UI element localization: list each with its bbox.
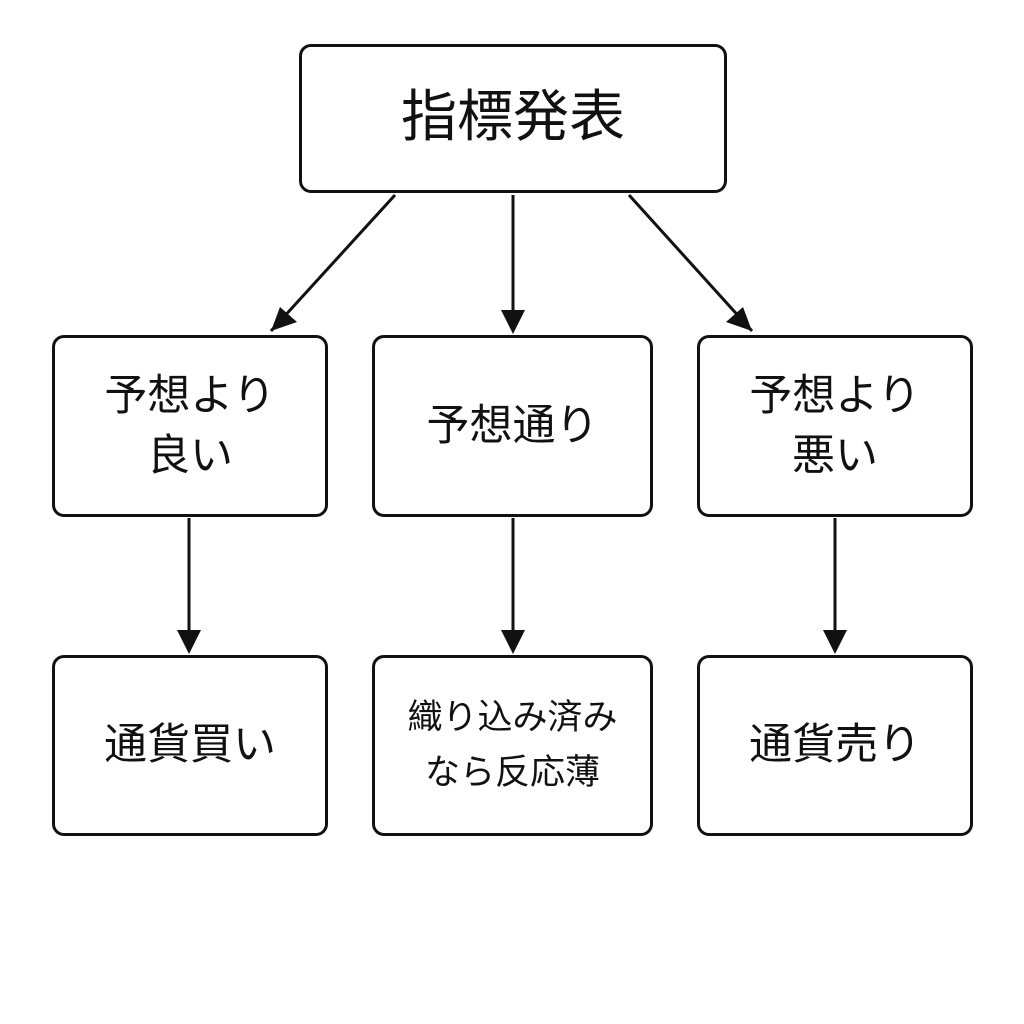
outcome-buy-label-line: 通貨買い (104, 720, 276, 771)
edge-worse-to-sell-arrowhead (823, 630, 847, 654)
edge-root-to-worse (627, 193, 754, 333)
outcome-buy-label: 通貨買い (104, 715, 276, 775)
outcome-sell-label: 通貨売り (749, 715, 921, 775)
edge-root-to-asexpected-arrowhead (501, 310, 525, 334)
node-asexpected-label: 予想通り (427, 396, 599, 456)
outcome-pricedin-label-line: なら反応薄 (424, 752, 600, 793)
node-worse-than-expected: 予想より 悪い (697, 335, 973, 517)
edge-better-to-buy-arrowhead (177, 630, 201, 654)
node-better-label-line: 予想より (104, 370, 276, 421)
node-worse-label-line: 予想より (749, 370, 921, 421)
node-asexpected-label-line: 予想通り (426, 400, 599, 451)
node-worse-label: 予想より 悪い (749, 366, 920, 486)
root-node-indicator-release: 指標発表 (299, 44, 727, 193)
edge-root-to-better (269, 193, 397, 333)
edge-root-to-worse-arrowhead (726, 307, 752, 331)
outcome-pricedin-label-line: 織り込み済み (407, 698, 618, 739)
node-better-label: 予想より 良い (104, 366, 275, 486)
edge-root-to-better-arrowhead (271, 307, 297, 331)
edge-asexpected-to-pricedin-arrowhead (501, 630, 525, 654)
node-worse-label-line: 悪い (791, 431, 878, 481)
root-node-label: 指標発表 (401, 85, 625, 151)
outcome-node-buy-currency: 通貨買い (52, 655, 328, 836)
outcome-node-sell-currency: 通貨売り (697, 655, 973, 836)
outcome-sell-label-line: 通貨売り (749, 720, 921, 771)
node-better-than-expected: 予想より 良い (52, 335, 328, 517)
node-as-expected: 予想通り (372, 335, 653, 517)
outcome-pricedin-label: 織り込み済み なら反応薄 (407, 691, 617, 800)
outcome-node-priced-in: 織り込み済み なら反応薄 (372, 655, 653, 836)
node-better-label-line: 良い (146, 431, 233, 481)
